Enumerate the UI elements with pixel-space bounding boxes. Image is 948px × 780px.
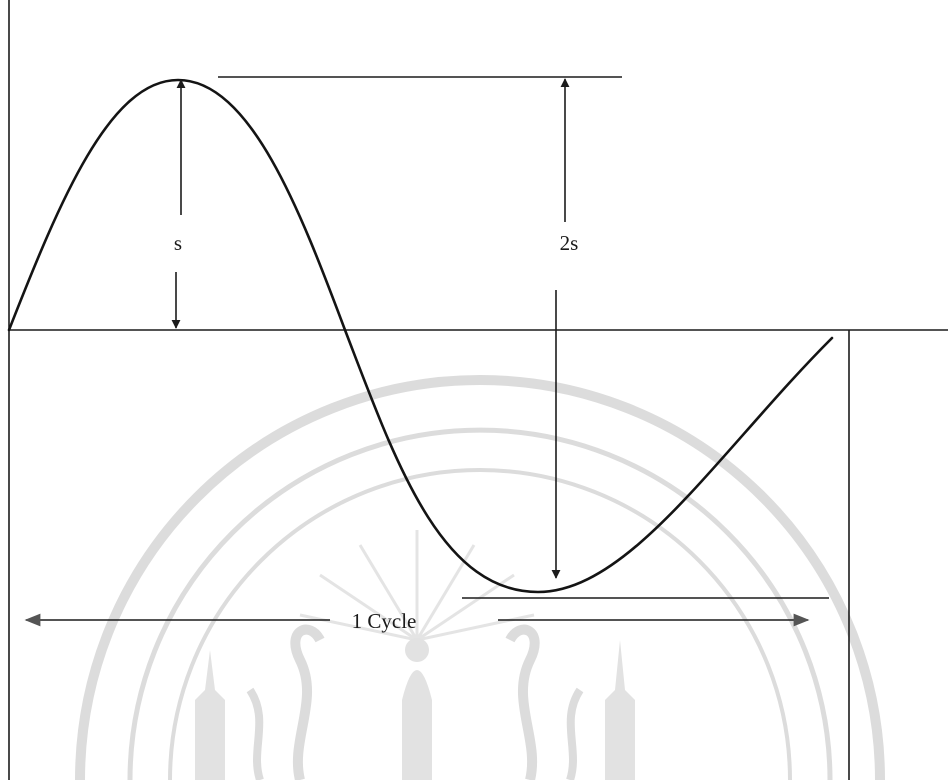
cycle-label: 1 Cycle <box>352 609 417 633</box>
sine-wave <box>7 78 834 594</box>
peak-to-peak-label: 2s <box>560 231 579 255</box>
amplitude-label: s <box>174 231 182 255</box>
watermark-seal <box>75 375 885 780</box>
